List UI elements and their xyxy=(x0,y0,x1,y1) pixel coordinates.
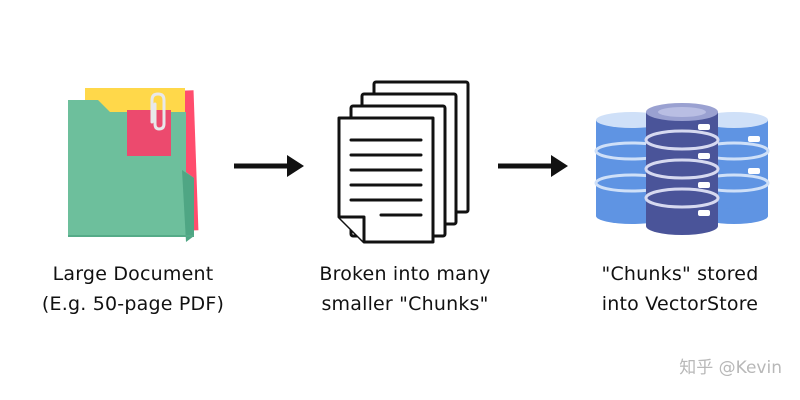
step-caption-chunks: Broken into many smaller "Chunks" xyxy=(280,259,530,319)
caption-line: into VectorStore xyxy=(601,293,759,315)
watermark: 知乎 @Kevin xyxy=(679,358,782,378)
step-caption-vectorstore: "Chunks" stored into VectorStore xyxy=(555,259,800,319)
step-caption-large-document: Large Document (E.g. 50-page PDF) xyxy=(8,259,258,319)
caption-line: "Chunks" stored xyxy=(601,263,759,285)
stacked-pages-icon xyxy=(337,80,470,244)
document-folder-icon xyxy=(68,88,199,242)
database-stack-icon xyxy=(594,103,770,235)
caption-line: (E.g. 50-page PDF) xyxy=(41,293,225,315)
caption-line: Broken into many xyxy=(319,263,491,285)
caption-line: smaller "Chunks" xyxy=(321,293,489,315)
caption-line: Large Document xyxy=(52,263,214,285)
paperclip-icon xyxy=(150,92,166,131)
arrow-right-icon xyxy=(234,155,304,177)
arrow-right-icon xyxy=(498,155,568,177)
